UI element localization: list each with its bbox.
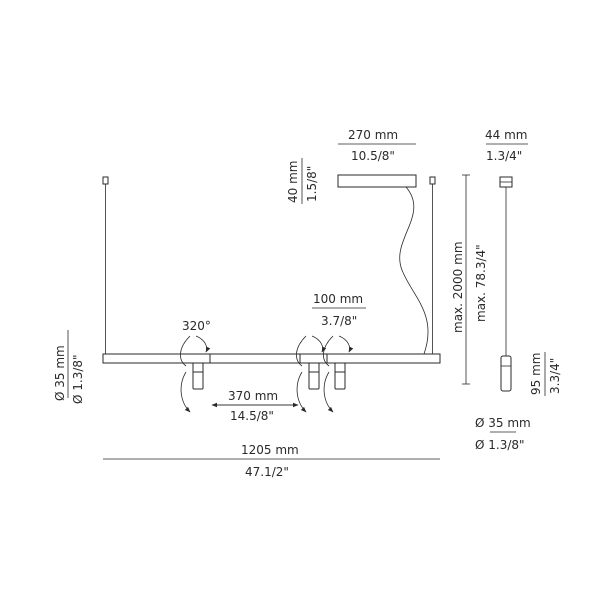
max-suspension-mm: max. 2000 mm — [451, 241, 465, 333]
max-suspension-dimension: max. 2000 mm max. 78.3/4" — [451, 174, 488, 385]
canopy-width-mm: 270 mm — [348, 128, 398, 142]
rotation-angle-label: 320° — [182, 319, 211, 333]
head-diameter-mm: Ø 35 mm — [475, 416, 531, 430]
canopy-width-in: 10.5/8" — [351, 149, 395, 163]
canopy-height-in: 1.5/8" — [305, 166, 319, 202]
side-view-pendant — [499, 176, 513, 392]
spot-gap-dimension: 100 mm 3.7/8" — [312, 292, 366, 328]
canopy-height-mm: 40 mm — [286, 161, 300, 203]
spot-2 — [308, 362, 320, 390]
bar-diameter-mm: Ø 35 mm — [53, 345, 67, 401]
rotation-arrow-1 — [180, 335, 211, 413]
spot-spacing-dimension: 370 mm 14.5/8" — [211, 389, 299, 423]
spot-1 — [192, 362, 204, 390]
lamp-bar — [102, 353, 441, 364]
bar-diameter-in: Ø 1.3/8" — [71, 354, 85, 404]
head-width-mm: 44 mm — [485, 128, 527, 142]
max-suspension-in: max. 78.3/4" — [474, 244, 488, 322]
head-width-dimension: 44 mm 1.3/4" — [485, 128, 528, 163]
right-suspension-cable — [429, 176, 436, 354]
bar-diameter-dimension: Ø 35 mm Ø 1.3/8" — [53, 330, 85, 404]
head-height-mm: 95 mm — [529, 353, 543, 395]
rotation-arrow-3 — [323, 335, 354, 413]
spot-gap-mm: 100 mm — [313, 292, 363, 306]
canopy-width-dimension: 270 mm 10.5/8" — [338, 128, 416, 163]
rotation-arrow-2 — [296, 335, 327, 413]
overall-length-in: 47.1/2" — [245, 465, 289, 479]
spot-3 — [334, 362, 346, 390]
spot-spacing-mm: 370 mm — [228, 389, 278, 403]
overall-length-mm: 1205 mm — [241, 443, 299, 457]
head-height-in: 3.3/4" — [548, 358, 562, 394]
head-height-dimension: 95 mm 3.3/4" — [529, 352, 562, 396]
overall-length-dimension: 1205 mm 47.1/2" — [103, 443, 440, 479]
ceiling-canopy — [337, 174, 417, 188]
power-cable — [399, 186, 429, 355]
left-suspension-cable — [102, 176, 109, 354]
head-diameter-in: Ø 1.3/8" — [475, 438, 525, 452]
head-width-in: 1.3/4" — [486, 149, 522, 163]
head-diameter-dimension: Ø 35 mm Ø 1.3/8" — [475, 416, 531, 452]
canopy-height-dimension: 40 mm 1.5/8" — [286, 158, 319, 204]
spot-spacing-in: 14.5/8" — [230, 409, 274, 423]
spot-gap-in: 3.7/8" — [321, 314, 357, 328]
